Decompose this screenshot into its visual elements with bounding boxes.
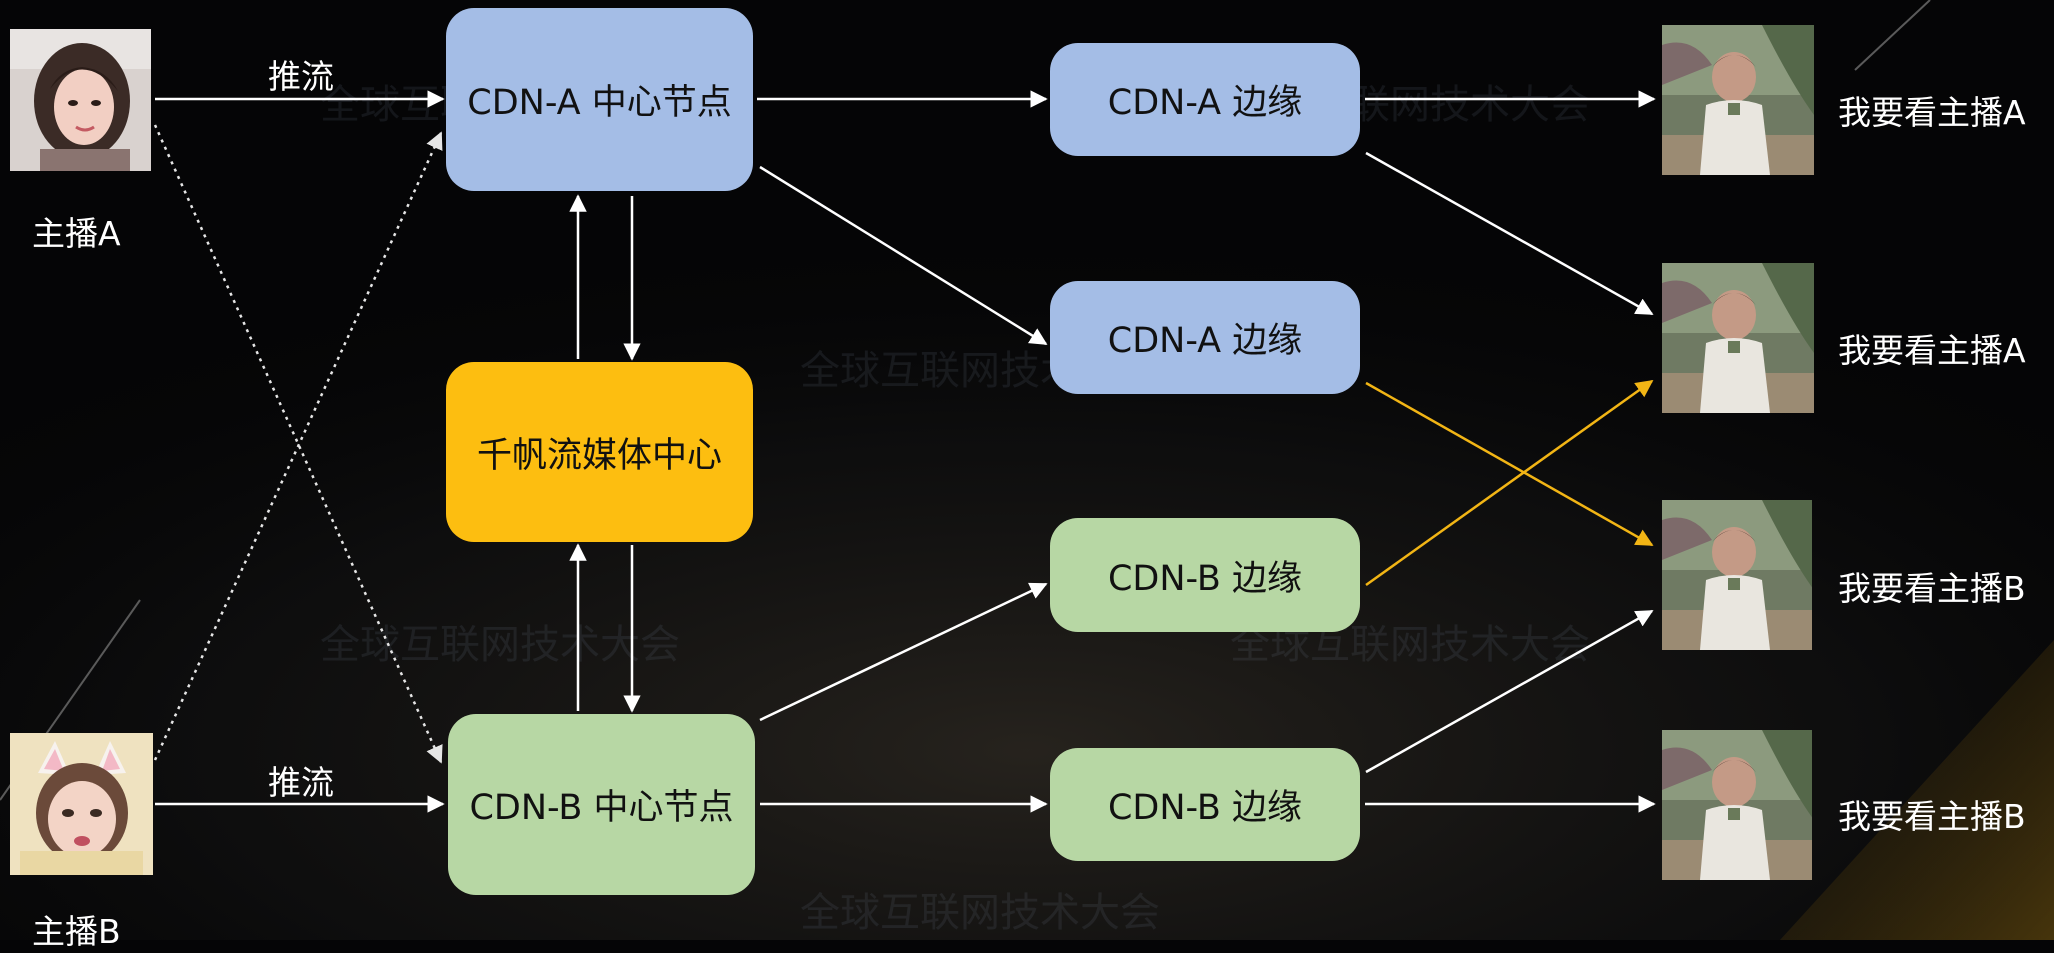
push-label-b: 推流 [268, 763, 334, 802]
cdn-a-edge-label: CDN-A 边缘 [1107, 83, 1303, 123]
streamer-b-avatar [10, 733, 153, 875]
arrow-edge4-to-viewer3 [1365, 609, 1654, 774]
viewer-avatar-icon [1662, 500, 1812, 650]
cdn-a-center-node: CDN-A 中心节点 [446, 8, 753, 191]
viewer-avatar [1662, 730, 1812, 880]
viewer-label: 我要看主播B [1838, 797, 2026, 836]
cdn-a-edge-node: CDN-A 边缘 [1050, 281, 1360, 394]
viewer-avatar [1662, 263, 1814, 413]
push-label-a: 推流 [268, 57, 334, 96]
cdn-b-center-label: CDN-B 中心节点 [469, 788, 734, 828]
media-center-label: 千帆流媒体中心 [476, 435, 722, 476]
arrow-a-to-edge2 [759, 165, 1048, 346]
viewer-avatar-icon [1662, 263, 1814, 413]
cdn-b-edge-label: CDN-B 边缘 [1107, 788, 1303, 828]
streamer-b-avatar-icon [10, 733, 153, 875]
arrow-b-to-edge3 [759, 582, 1048, 722]
viewer-avatar [1662, 500, 1812, 650]
media-center-node: 千帆流媒体中心 [446, 362, 753, 542]
viewer-label: 我要看主播A [1838, 93, 2026, 132]
viewer-label: 我要看主播A [1838, 331, 2026, 370]
streamer-b-label: 主播B [32, 912, 121, 951]
arrow-dotted-b-to-a [153, 131, 443, 761]
viewer-avatar-icon [1662, 25, 1814, 175]
streamer-a-avatar [10, 29, 151, 171]
streamer-a-label: 主播A [32, 214, 121, 253]
viewer-label: 我要看主播B [1838, 569, 2026, 608]
viewer-avatar-icon [1662, 730, 1812, 880]
cdn-b-edge-node: CDN-B 边缘 [1050, 748, 1360, 861]
arrow-edge2-to-viewer3 [1365, 381, 1654, 547]
viewer-avatar [1662, 25, 1814, 175]
cdn-b-edge-label: CDN-B 边缘 [1107, 558, 1303, 599]
arrow-dotted-a-to-b [153, 124, 443, 764]
cdn-b-center-node: CDN-B 中心节点 [448, 714, 755, 895]
arrow-edge3-to-viewer2 [1365, 379, 1654, 587]
streamer-a-avatar-icon [10, 29, 151, 171]
arrow-edge1-to-viewer2 [1365, 151, 1654, 316]
cdn-a-edge-node: CDN-A 边缘 [1050, 43, 1360, 156]
cdn-a-center-label: CDN-A 中心节点 [467, 83, 732, 123]
cdn-a-edge-label: CDN-A 边缘 [1107, 321, 1303, 361]
cdn-b-edge-node: CDN-B 边缘 [1050, 518, 1360, 632]
